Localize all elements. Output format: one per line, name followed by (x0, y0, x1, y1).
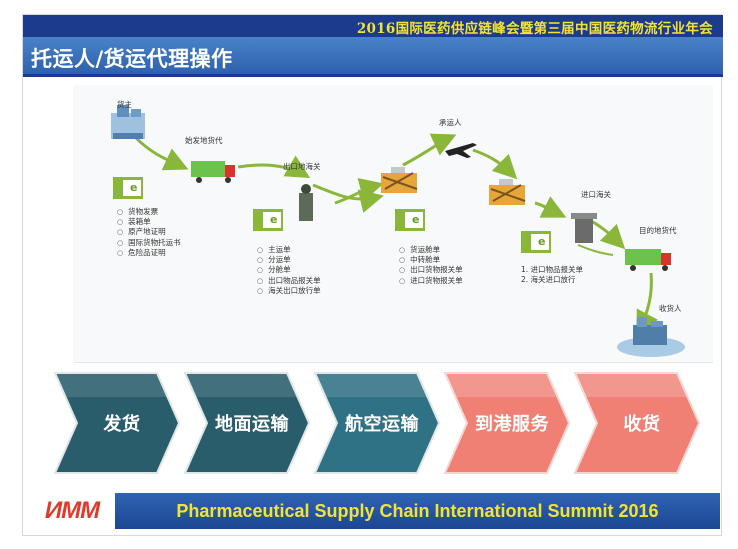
carrier-documents-list: 货运舱单 中转舱单 出口货物报关单 进口货物报关单 (399, 245, 463, 286)
e-document-icon (395, 209, 425, 231)
stage-label: 收货 (623, 414, 661, 435)
flow-arrow (472, 148, 518, 180)
flow-diagram-graphics (111, 105, 685, 357)
list-item: 出口货物报关单 (399, 265, 463, 275)
e-badge-label: e (270, 213, 278, 226)
origin-documents-list: 货物发票 装箱单 原产地证明 国际货物托运书 危险品证明 (117, 207, 181, 258)
e-document-icon (253, 209, 283, 231)
flow-arrow (534, 196, 567, 218)
flow-arrow (237, 155, 311, 179)
stage-chevron-air-transport: 航空运输 (313, 371, 441, 475)
stage-label: 到港服务 (475, 414, 549, 435)
logo-text: ИММ (44, 497, 100, 524)
truck-icon (625, 249, 671, 271)
slide: 2016国际医药供应链峰会暨第三届中国医药物流行业年会 托运人/货运代理操作 (22, 14, 723, 536)
shipper-building-icon (111, 105, 145, 139)
cargo-loader-icon (489, 179, 526, 205)
stage-label: 航空运输 (345, 414, 419, 435)
truck-icon (191, 161, 235, 183)
e-badge-label: e (538, 235, 546, 248)
flow-arrow (334, 178, 384, 205)
chevron-shape (53, 372, 181, 474)
node-label-origin-forwarder: 始发地货代 (185, 136, 223, 145)
footer-text: Pharmaceutical Supply Chain Internationa… (176, 500, 659, 521)
node-label-carrier: 承运人 (439, 118, 462, 127)
list-item: 海关出口放行单 (257, 286, 321, 296)
conference-title: 2016国际医药供应链峰会暨第三届中国医药物流行业年会 (356, 21, 713, 37)
slide-title: 托运人/货运代理操作 (31, 47, 233, 71)
e-badge-label: e (412, 213, 420, 226)
e-badge-label: e (130, 181, 138, 194)
customs-building-icon (571, 213, 597, 243)
list-item: 货运舱单 (399, 245, 463, 255)
footer-banner: Pharmaceutical Supply Chain Internationa… (115, 493, 720, 529)
chevron-shape (183, 372, 311, 474)
e-document-icon (521, 231, 551, 253)
list-item: 货物发票 (117, 207, 181, 217)
organization-logo: ИММ (33, 493, 111, 529)
node-label-consignee: 收货人 (659, 304, 682, 313)
consignee-building-icon (617, 317, 685, 357)
chevron-shape (313, 372, 441, 474)
list-item: 危险品证明 (117, 248, 181, 258)
title-bar: 托运人/货运代理操作 (23, 37, 723, 77)
list-item: 中转舱单 (399, 255, 463, 265)
stage-chevron-row: 发货 地面运输 航空运输 到港服务 (53, 371, 703, 479)
node-label-import-customs: 进口海关 (581, 190, 611, 199)
node-label-export-customs: 出口地海关 (283, 162, 321, 171)
e-document-icon (113, 177, 143, 199)
flow-arrow (402, 133, 457, 167)
stage-chevron-arrival-service: 到港服务 (443, 371, 571, 475)
chevron-shape (443, 372, 571, 474)
node-label-destination-forwarder: 目的地货代 (639, 226, 677, 235)
flow-arrow (133, 135, 189, 171)
flow-arrow (577, 244, 614, 256)
stage-chevron-receiving: 收货 (573, 371, 701, 475)
stage-chevron-ground-transport: 地面运输 (183, 371, 311, 475)
list-item: 分运单 (257, 255, 321, 265)
list-item: 2. 海关进口放行 (521, 275, 576, 285)
list-item: 进口货物报关单 (399, 276, 463, 286)
airplane-icon (445, 143, 477, 158)
process-diagram: 货主 始发地货代 出口地海关 承运人 进口海关 目的地货代 收货人 e 货物发票… (73, 85, 713, 363)
chevron-shape (573, 372, 701, 474)
list-item: 主运单 (257, 245, 321, 255)
stage-label: 地面运输 (215, 414, 289, 435)
cargo-loader-icon (381, 167, 418, 193)
export-documents-list: 主运单 分运单 分舱单 出口物品报关单 海关出口放行单 (257, 245, 321, 296)
list-item: 国际货物托运书 (117, 238, 181, 248)
node-label-shipper: 货主 (117, 100, 132, 109)
conference-banner: 2016国际医药供应链峰会暨第三届中国医药物流行业年会 (23, 15, 723, 37)
list-item: 分舱单 (257, 265, 321, 275)
import-documents-list: 1. 进口物品报关单 2. 海关进口放行 (521, 265, 583, 285)
list-item: 原产地证明 (117, 227, 181, 237)
stage-chevron-shipping: 发货 (53, 371, 181, 475)
customs-officer-icon (299, 184, 313, 221)
list-item: 出口物品报关单 (257, 276, 321, 286)
stage-label: 发货 (103, 414, 141, 435)
list-item: 装箱单 (117, 217, 181, 227)
list-item: 1. 进口物品报关单 (521, 265, 584, 274)
